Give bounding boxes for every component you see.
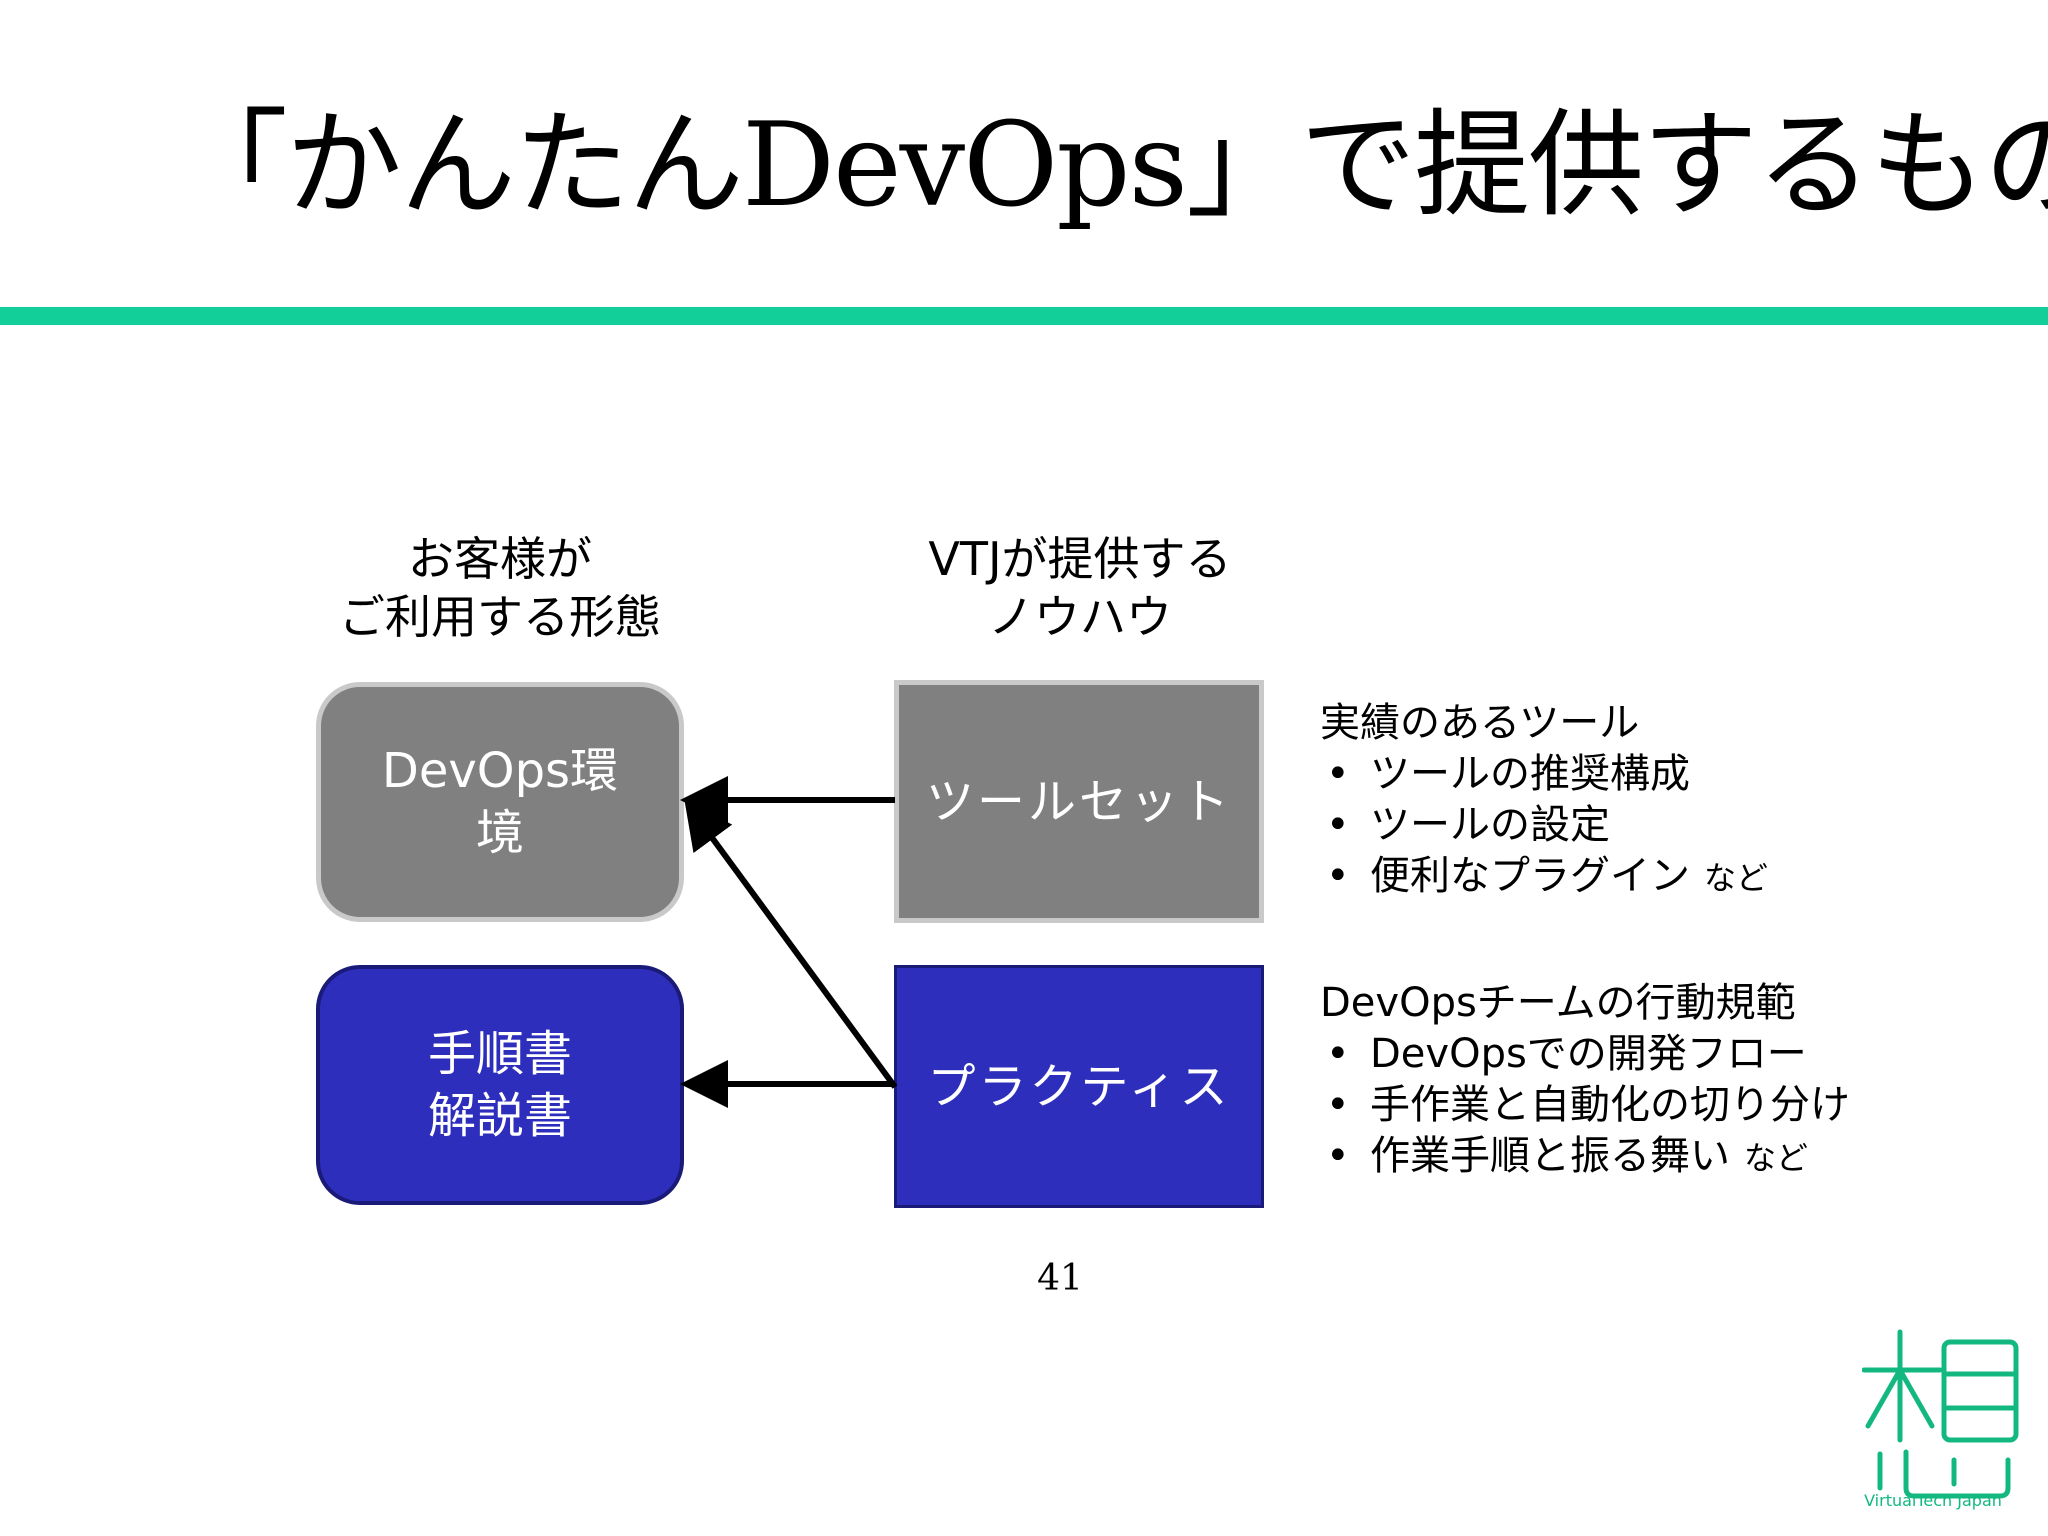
vtj-logo-icon [1862, 1329, 2019, 1499]
documentation-label-2: 解説書 [427, 1088, 572, 1144]
practice-notes: DevOpsチームの行動規範 •DevOpsでの開発フロー •手作業と自動化の切… [1320, 978, 1850, 1184]
logo-caption: VirtualTech Japan [1864, 1491, 2002, 1510]
list-item: •便利なプラグインなど [1320, 851, 1768, 904]
bullet-icon: • [1326, 1082, 1350, 1128]
left-heading-line-1: お客様が [408, 532, 592, 586]
list-item: •ツールの設定 [1320, 800, 1768, 851]
list-item: •作業手順と振る舞いなど [1320, 1131, 1850, 1184]
devops-environment-box: DevOps環 境 [316, 682, 684, 922]
etc-suffix: など [1744, 1139, 1809, 1177]
list-item: •手作業と自動化の切り分け [1320, 1080, 1850, 1131]
tool-notes-heading: 実績のあるツール [1320, 700, 1640, 746]
tool-notes: 実績のあるツール •ツールの推奨構成 •ツールの設定 •便利なプラグインなど [1320, 698, 1768, 904]
bullet-icon: • [1326, 802, 1350, 848]
etc-suffix: など [1704, 859, 1769, 897]
right-heading-line-1: VTJが提供する [928, 532, 1232, 586]
list-item: •ツールの推奨構成 [1320, 749, 1768, 800]
toolset-label: ツールセット [925, 773, 1232, 830]
left-heading-line-2: ご利用する形態 [339, 590, 661, 644]
tool-notes-list: •ツールの推奨構成 •ツールの設定 •便利なプラグインなど [1320, 749, 1768, 904]
bullet-icon: • [1326, 751, 1350, 797]
practice-label: プラクティス [927, 1058, 1231, 1115]
list-item: •DevOpsでの開発フロー [1320, 1029, 1850, 1080]
right-heading-line-2: ノウハウ [988, 590, 1172, 644]
practice-notes-list: •DevOpsでの開発フロー •手作業と自動化の切り分け •作業手順と振る舞いな… [1320, 1029, 1850, 1184]
documentation-box: 手順書 解説書 [316, 965, 684, 1205]
slide-title: 「かんたんDevOps」で提供するもの [172, 98, 2048, 233]
bullet-icon: • [1326, 1031, 1350, 1077]
bullet-icon: • [1326, 853, 1350, 899]
devops-environment-label-1: DevOps環 [381, 743, 619, 799]
practice-notes-heading: DevOpsチームの行動規範 [1320, 980, 1796, 1026]
title-divider [0, 307, 2048, 325]
practice-box: プラクティス [894, 965, 1264, 1208]
bullet-icon: • [1326, 1133, 1350, 1179]
right-column-heading: VTJが提供する ノウハウ [880, 530, 1280, 646]
toolset-box: ツールセット [894, 680, 1264, 923]
left-column-heading: お客様が ご利用する形態 [300, 530, 700, 646]
documentation-label-1: 手順書 [427, 1026, 572, 1082]
arrow-practice-to-env [684, 800, 898, 1089]
devops-environment-label-2: 境 [475, 805, 524, 861]
page-number: 41 [1037, 1258, 1083, 1299]
